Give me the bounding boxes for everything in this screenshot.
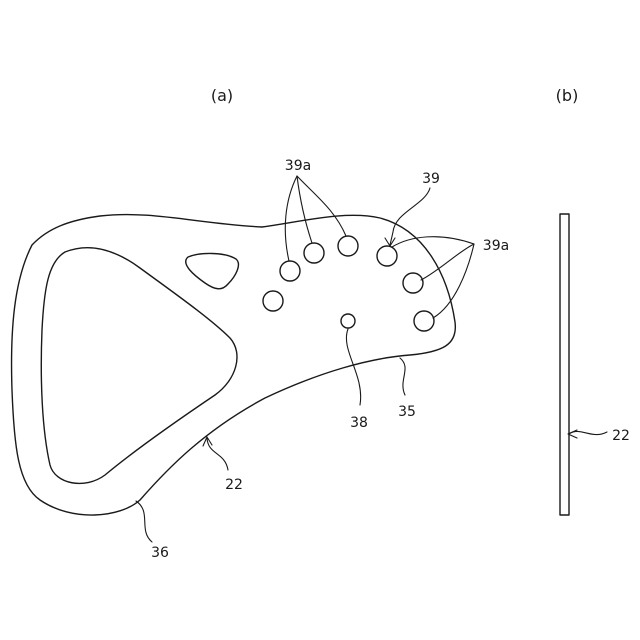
leader-39a-right-2 [421,244,474,280]
hole-group [263,236,434,331]
leader-39 [390,188,430,245]
leader-39a-right-1 [392,237,474,247]
label-39a-top: 39a [285,158,311,174]
leader-39a-top-2 [297,176,312,243]
leader-39a-top-1 [285,176,297,261]
label-39: 39 [422,171,440,187]
hole-39a [263,291,283,311]
hole-39a [304,243,324,263]
leader-35 [400,358,405,395]
panel-label-b: (b) [556,86,579,105]
leader-22-side [569,431,607,434]
leader-39a-right-3 [433,244,474,318]
hole-39 [377,246,397,266]
hole-39a [414,311,434,331]
leader-38 [346,329,360,405]
label-22: 22 [225,477,243,493]
label-38: 38 [350,415,368,431]
inner-opening [41,248,237,484]
hole-39a [338,236,358,256]
hole-39a [280,261,300,281]
label-35: 35 [398,404,416,420]
label-39a-right: 39a [483,238,509,254]
label-22-side: 22 [612,428,630,444]
label-36: 36 [151,545,169,561]
hole-38 [341,314,355,328]
plate-side-view [560,214,569,515]
hole-39a [403,273,423,293]
leader-36 [136,501,152,542]
leader-39a-top-3 [297,176,346,236]
panel-label-a: (a) [211,86,233,105]
triangle-slot [186,253,239,288]
